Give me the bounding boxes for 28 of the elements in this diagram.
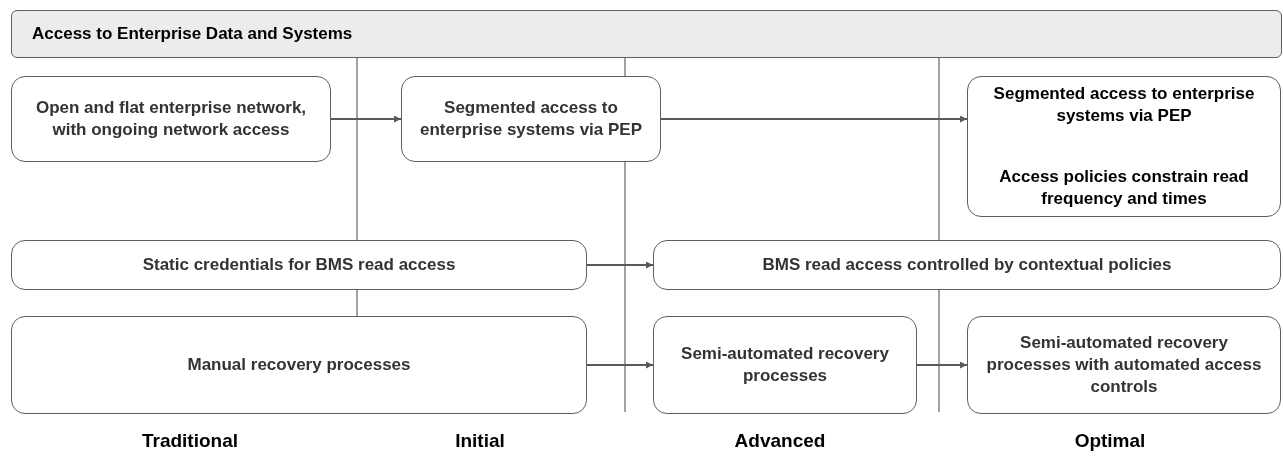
process-box [401,76,661,162]
process-box [11,240,587,290]
arrow [331,115,401,123]
process-box [11,316,587,414]
box-text: Segmented access to enterprise systems via PEP [992,83,1256,127]
box-text: Open and flat enterprise network, with ongoing network access [34,97,308,141]
process-box [11,76,331,162]
process-box [653,240,1281,290]
box-text: Access policies constrain read frequency and times [998,166,1250,210]
box-text: BMS read access controlled by contextual policies [762,254,1172,276]
process-box [967,316,1281,414]
stage-label: Optimal [1074,430,1146,452]
process-box [967,76,1281,217]
arrow [917,361,967,369]
box-text: Segmented access to enterprise systems via PEP [418,97,644,141]
arrow [587,361,653,369]
arrow [661,115,967,123]
box-text: Static credentials for BMS read access [142,254,456,276]
stage-label: Advanced [734,430,826,452]
header-band [11,10,1282,58]
box-text: Semi-automated recovery processes [680,343,890,387]
box-text: Manual recovery processes [187,354,411,376]
box-text: Semi-automated recovery processes with automated access controls [985,332,1263,398]
process-box [653,316,917,414]
header-title: Access to Enterprise Data and Systems [32,23,353,45]
stage-label: Traditional [141,430,239,452]
arrow [587,261,653,269]
stage-label: Initial [455,430,505,452]
